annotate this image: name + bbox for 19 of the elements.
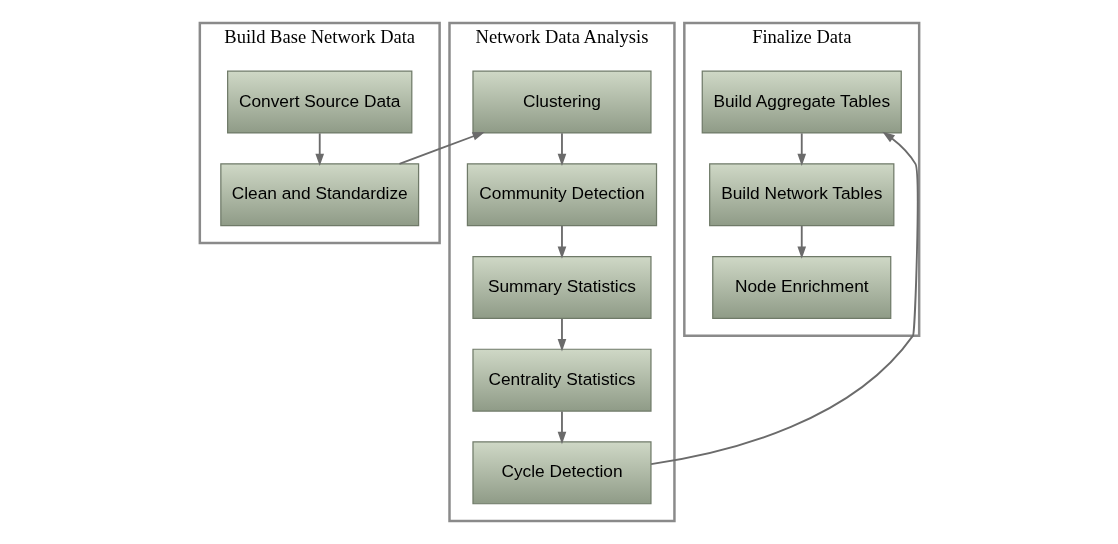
node-box: Community Detection: [466, 163, 657, 227]
node-box: Build Network Tables: [708, 163, 894, 227]
node-box: Summary Statistics: [471, 255, 652, 319]
node-box: Node Enrichment: [711, 255, 891, 319]
arrow: [649, 131, 919, 466]
node-box: Centrality Statistics: [471, 348, 652, 412]
arrow: [398, 131, 485, 165]
node-box: Convert Source Data: [226, 70, 412, 134]
arrow: [557, 225, 566, 259]
arrow: [557, 410, 566, 445]
arrow: [557, 132, 566, 167]
arrow: [796, 132, 806, 167]
arrow: [314, 132, 324, 167]
node-box: Clean and Standardize: [219, 163, 419, 227]
node-box: Clustering: [471, 70, 652, 134]
arrow: [796, 225, 806, 259]
node-box: Cycle Detection: [471, 441, 652, 505]
node-box: Build Aggregate Tables: [701, 70, 902, 134]
arrow: [557, 317, 566, 352]
